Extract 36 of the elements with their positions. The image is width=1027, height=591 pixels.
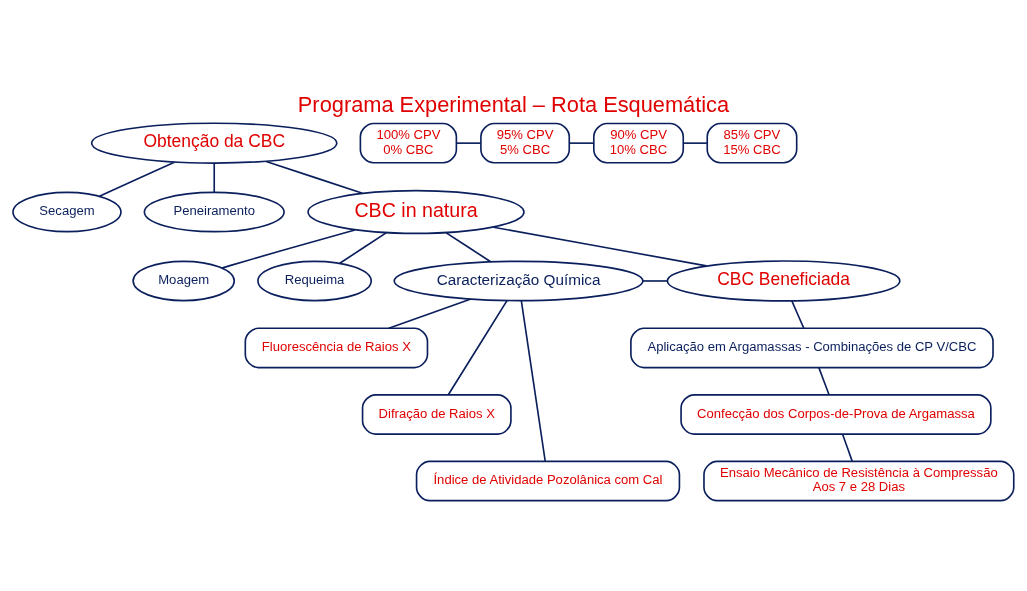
node-ellipse: Caracterização Química: [393, 260, 644, 302]
node-ellipse: Moagem: [132, 260, 236, 302]
node-box: Aplicação em Argamassas - Combinações de CP V/CBC: [630, 327, 994, 369]
node-box: 90% CPV 10% CBC: [593, 122, 685, 164]
connector: [455, 142, 482, 144]
node-box: Ensaio Mecânico de Resistência à Compressão Aos 7 e 28 Dias: [703, 460, 1015, 502]
node-box: 95% CPV 5% CBC: [480, 122, 571, 164]
connector: [387, 298, 471, 330]
connector: [641, 280, 668, 282]
connector: [445, 232, 492, 263]
node-ellipse: Obtenção da CBC: [90, 122, 338, 164]
connector: [492, 226, 708, 267]
connector: [220, 229, 356, 269]
connector: [213, 162, 216, 194]
node-box: Confecção dos Corpos-de-Prova de Argamassa: [680, 394, 992, 435]
connector: [520, 299, 547, 463]
connector: [682, 142, 708, 144]
connector: [568, 142, 595, 144]
connector: [338, 232, 387, 265]
connector: [791, 300, 805, 329]
node-box: Fluorescência de Raios X: [244, 327, 429, 369]
diagram-title: Programa Experimental – Rota Esquemática: [297, 92, 730, 118]
node-box: Índice de Atividade Pozolânica com Cal: [415, 460, 681, 502]
node-ellipse: Secagem: [12, 191, 122, 233]
connector: [841, 433, 853, 462]
node-box: Difração de Raios X: [361, 394, 512, 435]
node-ellipse: Requeima: [257, 260, 373, 302]
node-box: 85% CPV 15% CBC: [706, 122, 798, 164]
connector: [265, 160, 364, 195]
connector: [447, 299, 508, 396]
node-ellipse: Peneiramento: [143, 191, 285, 233]
connector: [98, 161, 176, 198]
connector: [818, 366, 830, 396]
node-ellipse: CBC Beneficiada: [666, 260, 901, 302]
node-ellipse: CBC in natura: [307, 189, 525, 235]
node-box: 100% CPV 0% CBC: [359, 122, 458, 164]
